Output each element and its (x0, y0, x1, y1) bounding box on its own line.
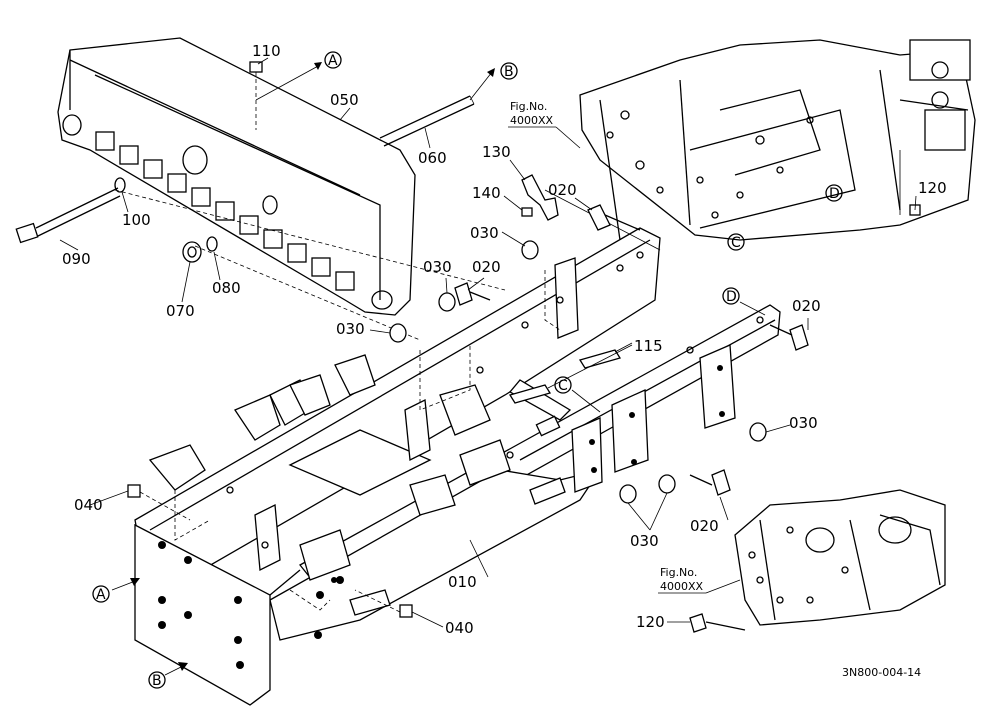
svg-text:B: B (152, 673, 162, 689)
fig-ref-bottom: Fig.No. 4000XX (658, 566, 741, 594)
label-030-left: 030 (336, 320, 365, 338)
svg-text:Fig.No.: Fig.No. (510, 100, 547, 113)
part-labels: 110 050 060 100 090 080 070 130 140 020 … (59, 42, 947, 637)
label-020-right: 020 (792, 297, 821, 315)
ref-c-mid: C (554, 376, 572, 394)
label-070: 070 (166, 302, 195, 320)
svg-text:Fig.No.: Fig.No. (660, 566, 697, 579)
ref-d-top: D (825, 184, 843, 202)
label-030-top: 030 (470, 224, 499, 242)
ref-a-top: A (324, 51, 342, 69)
label-110: 110 (252, 42, 281, 60)
washer-100 (114, 177, 126, 193)
svg-text:A: A (96, 587, 106, 603)
label-040-right: 040 (445, 619, 474, 637)
drawing-id: 3N800-004-14 (842, 666, 921, 679)
bolt-040 (127, 484, 413, 618)
label-020-top: 020 (548, 181, 577, 199)
stud-060 (379, 95, 475, 147)
ref-d-mid: D (722, 287, 740, 305)
label-120-top: 120 (918, 179, 947, 197)
washer-030 (389, 240, 767, 531)
label-090: 090 (62, 250, 91, 268)
label-115: 115 (634, 337, 663, 355)
svg-text:C: C (558, 378, 568, 394)
arrow-line-a (255, 64, 321, 101)
ref-b-bottom: B (148, 671, 166, 689)
bolt-140 (521, 207, 533, 217)
reference-letters: A B A B C C D D (92, 51, 843, 689)
label-040-left: 040 (74, 496, 103, 514)
bolt-090 (15, 187, 121, 244)
guide-line (194, 245, 421, 341)
label-020-lower: 020 (690, 517, 719, 535)
fig-ref-top: Fig.No. 4000XX (508, 100, 581, 149)
washer-080 (206, 236, 218, 252)
label-140: 140 (472, 184, 501, 202)
label-060: 060 (418, 149, 447, 167)
arrow-line-b (469, 71, 493, 101)
label-120-bottom: 120 (636, 613, 665, 631)
svg-text:B: B (504, 64, 514, 80)
main-frame-010 (134, 227, 781, 706)
arrow-b-head (487, 68, 495, 77)
svg-text:D: D (829, 186, 840, 202)
bolt-110 (249, 61, 263, 130)
label-050: 050 (330, 91, 359, 109)
svg-text:A: A (328, 53, 338, 69)
bolt-020-mid (454, 282, 491, 306)
nut-070 (182, 241, 202, 263)
label-030-lower: 030 (630, 532, 659, 550)
svg-text:D: D (726, 289, 737, 305)
svg-text:4000XX: 4000XX (510, 114, 554, 127)
bolt-020-lower (689, 469, 731, 496)
ref-c-top: C (727, 233, 745, 251)
svg-text:C: C (731, 235, 741, 251)
front-weight-bracket (57, 37, 416, 316)
ref-a-bottom: A (92, 585, 110, 603)
ref-b-top: B (500, 62, 518, 80)
arrow-a-head (314, 62, 322, 70)
label-010: 010 (448, 573, 477, 591)
engine-block-top (579, 39, 976, 241)
label-020-mid: 020 (472, 258, 501, 276)
label-030-right: 030 (789, 414, 818, 432)
label-130: 130 (482, 143, 511, 161)
pad-115 (508, 342, 633, 404)
bolt-020-right (769, 324, 809, 351)
label-080: 080 (212, 279, 241, 297)
engine-block-bottom (689, 489, 946, 633)
svg-text:4000XX: 4000XX (660, 580, 704, 593)
label-030-mid: 030 (423, 258, 452, 276)
label-100: 100 (122, 211, 151, 229)
bolt-020-top (587, 204, 641, 231)
ref-arrows-frame (111, 301, 766, 676)
